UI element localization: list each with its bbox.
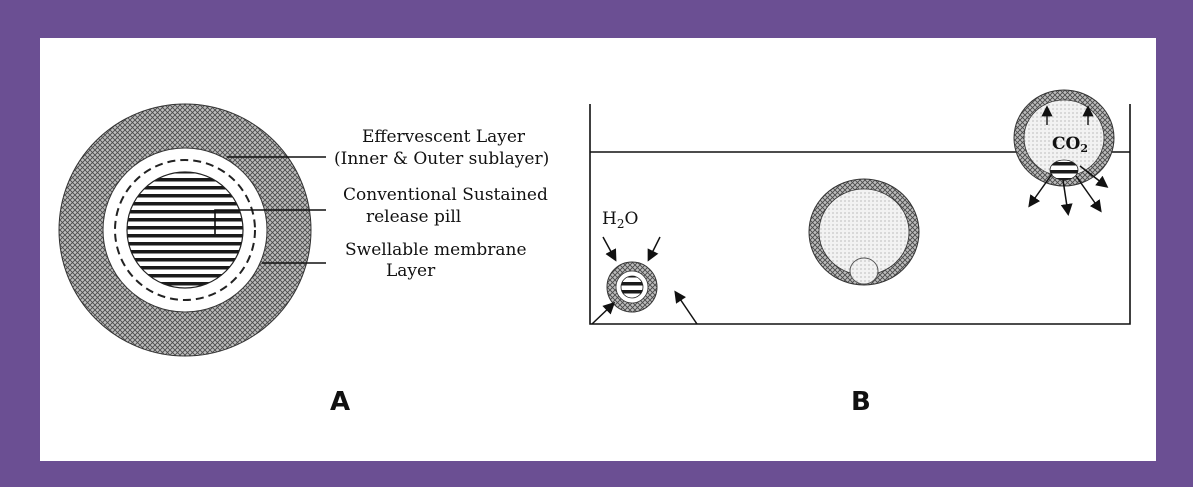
water-arrow-lower-right (676, 293, 697, 324)
floating-system-diagram: Effervescent Layer (Inner & Outer sublay… (40, 38, 1156, 461)
stage-3-core (1050, 160, 1078, 180)
stage-2-pill (809, 179, 919, 285)
stage-2-core (850, 258, 878, 284)
layered-pill (59, 104, 311, 356)
swellable-label-line1: Swellable membrane (345, 240, 527, 260)
conventional-label-line1: Conventional Sustained (343, 185, 548, 205)
water-label: H2O (602, 209, 638, 231)
stage-1-core (621, 276, 643, 298)
panel-a-label: A (330, 387, 350, 417)
release-arrow-3 (1076, 176, 1100, 210)
figure-panel: Effervescent Layer (Inner & Outer sublay… (40, 38, 1156, 461)
panel-b-label: B (851, 387, 871, 417)
water-arrow-upper-left (603, 237, 615, 259)
conventional-pill-core (127, 172, 243, 288)
effervescent-label-line1: Effervescent Layer (362, 127, 526, 147)
conventional-label-line2: release pill (366, 207, 461, 227)
swellable-label-line2: Layer (386, 261, 436, 281)
stage-1-pill (607, 262, 657, 312)
water-arrow-lower-left (592, 304, 613, 324)
effervescent-label-line2: (Inner & Outer sublayer) (334, 149, 549, 169)
water-arrow-upper-right (649, 237, 660, 259)
